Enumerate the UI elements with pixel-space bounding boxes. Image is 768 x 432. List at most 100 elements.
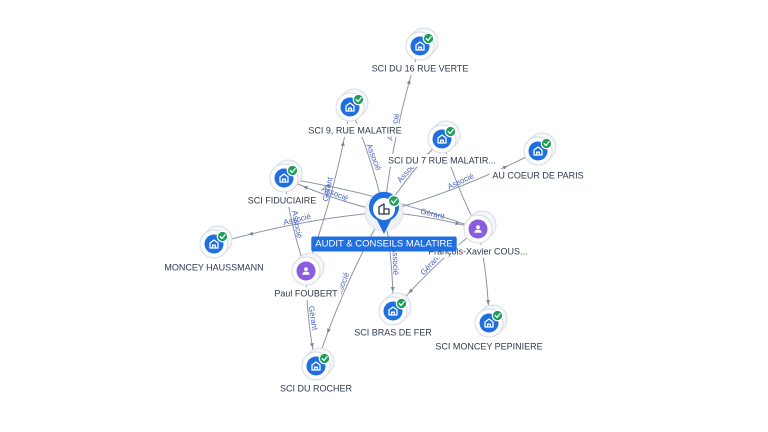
edge-arrow-audit-cous [455,221,461,226]
building-icon [199,225,233,259]
center-node-group[interactable]: AUDIT & CONSEILS MALATIRE [311,191,457,252]
edge-label-audit-cous: Gérant [420,207,447,222]
node-sci-du-16-rue-verte[interactable]: SCI DU 16 RUE VERTE [368,27,472,75]
person-head [476,225,480,230]
edge-arrow-audit-brasfer [390,286,395,292]
node-label-text: Paul FOUBERT [274,288,338,298]
node-label: SCI BRAS DE FER [351,325,436,339]
nodes-layer: SCI DU 16 RUE VERTE SCI 9, RUE MALATIRE SC… [161,27,587,395]
verified-check-icon [286,164,299,177]
node-sci-bras-de-fer[interactable]: SCI BRAS DE FER [351,292,436,339]
center-node-label-background [311,236,457,252]
node-label-text: SCI FIDUCIAIRE [248,195,317,205]
verified-check-icon [395,297,408,310]
building-glyph [279,173,289,183]
person-icon [291,252,325,286]
edge-label-foubert-rocher: Gérant [307,305,320,331]
person-head [304,267,308,272]
node-label-background [271,286,342,300]
person-icon [463,210,497,244]
building-glyph [415,41,425,51]
node-moncey-haussmann[interactable]: MONCEY HAUSSMANN [161,225,267,274]
node-label: MONCEY HAUSSMANN [161,260,267,274]
edge-arrow-audit-haussmann [248,231,254,236]
building-glyph [388,306,398,316]
building-glyph [484,318,494,328]
edge-arrow-foubert-rocher [309,342,314,348]
node-label-background [432,339,546,353]
node-paul-foubert[interactable]: Paul FOUBERT [271,252,342,300]
node-label-text: SCI DU ROCHER [280,383,353,393]
verified-check-icon [318,352,331,365]
person-body [302,271,310,275]
building-glyph [311,361,321,371]
node-label-background [385,153,499,167]
node-label-text: AU COEUR DE PARIS [492,170,583,180]
building-icon [269,159,303,193]
node-label-text: MONCEY HAUSSMANN [164,262,263,272]
company-building-icon [364,191,404,234]
verified-check-icon [422,32,435,45]
building-icon [378,292,412,326]
verified-check-icon [216,230,229,243]
node-label-background [161,260,267,274]
edge-arrow-audit-rueverte [406,79,411,85]
person-body [474,229,482,233]
verified-check-icon [444,125,457,138]
edge-audit-haussmann [213,211,385,245]
node-sci-du-7-rue-malatir[interactable]: SCI DU 7 RUE MALATIR... [385,120,499,167]
node-label: SCI 9, RUE MALATIRE [305,123,405,137]
node-label-background [244,193,320,207]
node-label-text: SCI BRAS DE FER [354,327,432,337]
node-label: SCI MONCEY PEPINIERE [432,339,546,353]
edge-arrow-cous-fiduciaire [325,184,330,189]
node-sci-9-rue-malatire[interactable]: SCI 9, RUE MALATIRE [305,88,405,137]
building-glyph [437,134,447,144]
edge-arrow-audit-fiduciaire [303,186,309,190]
verified-check-icon [491,309,504,322]
edge-arrow-cous-brasfer [408,288,414,294]
node-label: SCI DU 16 RUE VERTE [368,61,472,75]
node-label-background [368,61,472,75]
node-label: SCI FIDUCIAIRE [244,193,320,207]
node-label-background [489,168,587,182]
building-icon [301,347,335,381]
node-label-text: SCI DU 16 RUE VERTE [372,63,469,73]
building-icon [405,27,439,61]
building-icon [335,88,369,122]
center-node-label-text: AUDIT & CONSEILS MALATIRE [315,239,452,250]
building-icon [427,120,461,154]
node-au-coeur-de-paris[interactable]: AU COEUR DE PARIS [489,132,587,182]
node-label-text: SCI 9, RUE MALATIRE [308,125,401,135]
node-label-background [305,123,405,137]
building-glyph [345,102,355,112]
node-label: SCI DU ROCHER [276,381,356,395]
edge-arrow-audit-rocher [327,328,331,334]
node-label-background [351,325,436,339]
verified-check-icon [387,194,401,208]
edge-arrow-foubert-malatire9 [340,141,345,147]
verified-check-icon [540,137,553,150]
node-label: SCI DU 7 RUE MALATIR... [385,153,499,167]
node-sci-du-rocher[interactable]: SCI DU ROCHER [276,347,356,395]
node-sci-fiduciaire[interactable]: SCI FIDUCIAIRE [244,159,320,207]
node-label-background [276,381,356,395]
center-node-label: AUDIT & CONSEILS MALATIRE [311,236,457,252]
edge-arrow-audit-coeurparis [502,166,508,170]
node-label: Paul FOUBERT [271,286,342,300]
building-glyph [533,146,543,156]
verified-check-icon [352,93,365,106]
building-icon [474,304,508,338]
edge-label-audit-malatire9: Associé [364,142,383,172]
edge-label-audit-brasfer: Associé [390,247,400,276]
edge-arrow-cous-pepiniere [486,300,491,305]
building-icon [523,132,557,166]
node-label-text: SCI MONCEY PEPINIERE [435,341,542,351]
building-glyph [209,239,219,249]
edge-label-audit-coeurparis: Associé [446,171,476,191]
node-label-text: SCI DU 7 RUE MALATIR... [388,155,496,165]
node-sci-moncey-pepiniere[interactable]: SCI MONCEY PEPINIERE [432,304,546,353]
node-label-text: François-Xavier COUS... [428,246,527,256]
center-node[interactable]: AUDIT & CONSEILS MALATIRE [311,191,457,252]
